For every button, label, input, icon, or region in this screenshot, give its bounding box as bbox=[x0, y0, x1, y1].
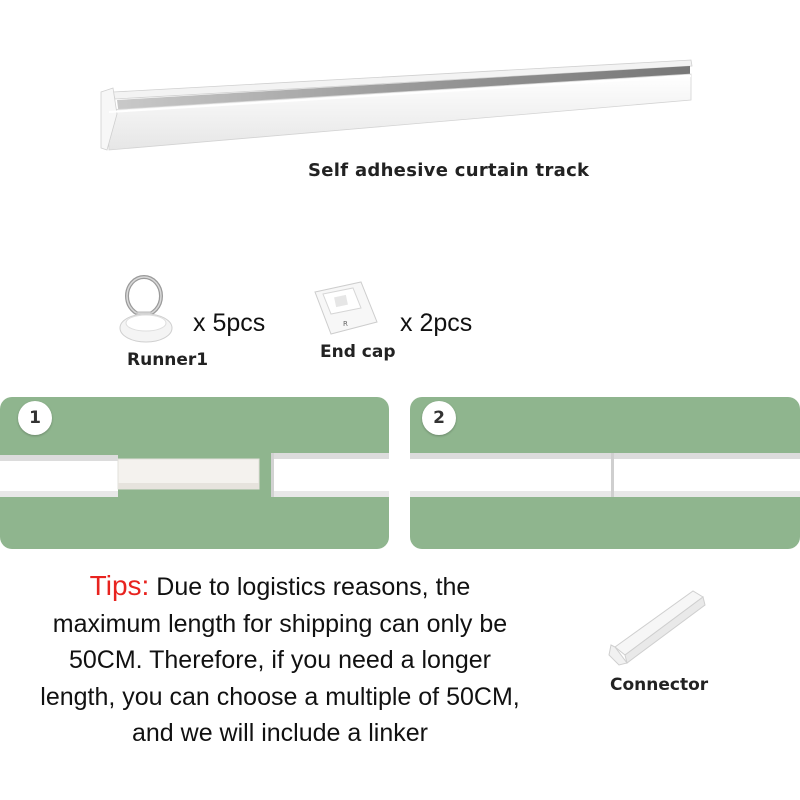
connector-label: Connector bbox=[610, 675, 709, 695]
runner-quantity: x 5pcs bbox=[193, 309, 266, 337]
step-number-badge: 2 bbox=[422, 401, 456, 435]
tips-line-2: maximum length for shipping can only be bbox=[52, 609, 508, 638]
step-panel-1: 1 bbox=[0, 397, 389, 549]
svg-text:R: R bbox=[343, 320, 348, 328]
track-joint-open-image bbox=[0, 453, 389, 497]
end-cap-quantity: x 2pcs bbox=[400, 309, 473, 337]
tips-line-5: and we will include a linker bbox=[132, 719, 428, 747]
end-cap-label: End cap bbox=[320, 342, 396, 362]
step-number-badge: 1 bbox=[18, 401, 52, 435]
step-panel-2: 2 bbox=[410, 397, 800, 549]
tips-line-3: 50CM. Therefore, if you need a longer bbox=[68, 646, 491, 674]
tips-text: Tips: Due to logistics reasons, the maxi… bbox=[0, 568, 560, 752]
tips-label: Tips: bbox=[89, 570, 150, 601]
tips-line-4: length, you can choose a multiple of 50C… bbox=[40, 682, 520, 711]
end-cap-image: R bbox=[314, 281, 378, 335]
tips-line-1: Tips: Due to logistics reasons, the bbox=[89, 570, 471, 601]
curtain-track-image bbox=[100, 59, 693, 151]
runner-label: Runner1 bbox=[127, 350, 209, 370]
connector-image bbox=[608, 590, 706, 666]
runner-image bbox=[119, 275, 173, 343]
track-label: Self adhesive curtain track bbox=[308, 160, 590, 181]
track-joint-closed-image bbox=[410, 453, 800, 497]
